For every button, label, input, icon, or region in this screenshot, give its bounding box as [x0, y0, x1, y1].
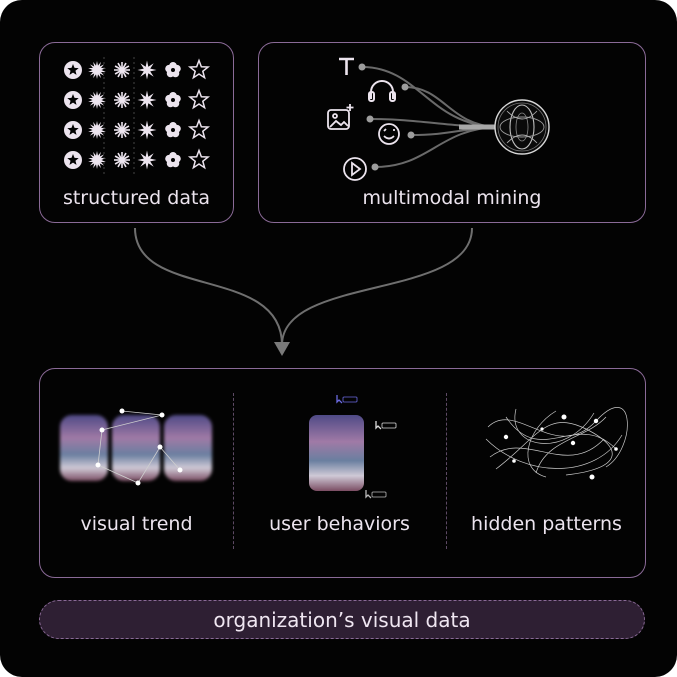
star-outline-icon — [187, 118, 211, 140]
sphere-hub-icon — [494, 99, 550, 155]
trend-thumbnail — [112, 415, 160, 481]
star-circle-icon — [64, 151, 82, 169]
cursor-icon — [336, 395, 358, 404]
sunburst-icon — [88, 61, 106, 79]
cursor-icon — [375, 421, 397, 430]
section-divider — [233, 393, 234, 549]
asterisk-icon — [114, 122, 130, 138]
visual-trend-graphic — [60, 408, 212, 486]
flower-icon — [165, 92, 181, 108]
headphones-icon — [368, 80, 396, 102]
starburst-icon — [137, 60, 157, 80]
organization-visual-data-pill: organization’s visual data — [39, 600, 645, 639]
flow-node — [371, 163, 379, 171]
hidden-patterns-graphic — [485, 407, 628, 480]
hidden-patterns-section: hidden patterns — [446, 369, 647, 577]
multimodal-mining-box: multimodal mining — [258, 42, 646, 223]
structured-data-box: structured data — [39, 42, 234, 223]
organization-visual-data-label: organization’s visual data — [213, 608, 471, 632]
pattern-points — [503, 414, 618, 480]
connector-multimodal — [281, 227, 473, 346]
asterisk-icon — [114, 62, 130, 78]
insights-panel: visual trend user behaviors — [39, 368, 646, 578]
play-icon — [343, 157, 367, 181]
sunburst-icon — [88, 151, 106, 169]
star-circle-icon — [64, 121, 82, 139]
connector-arrowhead — [274, 342, 290, 356]
starburst-icon — [137, 150, 157, 170]
starburst-icon — [137, 120, 157, 140]
visual-trend-section: visual trend — [40, 369, 233, 577]
sunburst-icon — [88, 91, 106, 109]
emoji-icon — [378, 123, 400, 145]
starburst-icon — [137, 90, 157, 110]
flower-icon — [165, 122, 181, 138]
flow-node — [366, 115, 374, 123]
user-behaviors-label: user behaviors — [269, 513, 410, 535]
asterisk-icon — [114, 92, 130, 108]
connector-structured — [134, 227, 283, 346]
structured-data-label: structured data — [62, 187, 211, 209]
star-outline-icon — [187, 148, 211, 170]
user-behaviors-graphic — [309, 395, 397, 499]
symbol-grid — [64, 57, 211, 175]
cursor-icon — [365, 490, 387, 499]
trend-thumbnail — [60, 415, 108, 481]
hidden-patterns-label: hidden patterns — [471, 513, 622, 535]
visual-trend-label: visual trend — [80, 513, 193, 535]
flow-node — [407, 131, 415, 139]
pattern-lines — [485, 407, 628, 478]
flow-node — [401, 83, 409, 91]
image-icon — [327, 104, 354, 130]
star-circle-icon — [64, 91, 82, 109]
asterisk-icon — [114, 152, 130, 168]
star-circle-icon — [64, 61, 82, 79]
multimodal-mining-label: multimodal mining — [362, 187, 542, 209]
flower-icon — [165, 152, 181, 168]
star-outline-icon — [187, 58, 211, 80]
flower-icon — [165, 62, 181, 78]
trend-thumbnail — [164, 415, 212, 481]
flow-node — [358, 63, 366, 71]
section-divider — [446, 393, 447, 549]
text-icon — [339, 57, 354, 75]
modality-flow — [327, 57, 550, 181]
flow-line-text — [361, 66, 498, 128]
sunburst-icon — [88, 121, 106, 139]
trend-points — [95, 408, 183, 486]
star-outline-icon — [187, 88, 211, 110]
user-behaviors-section: user behaviors — [233, 369, 446, 577]
behavior-thumbnail — [309, 415, 364, 491]
